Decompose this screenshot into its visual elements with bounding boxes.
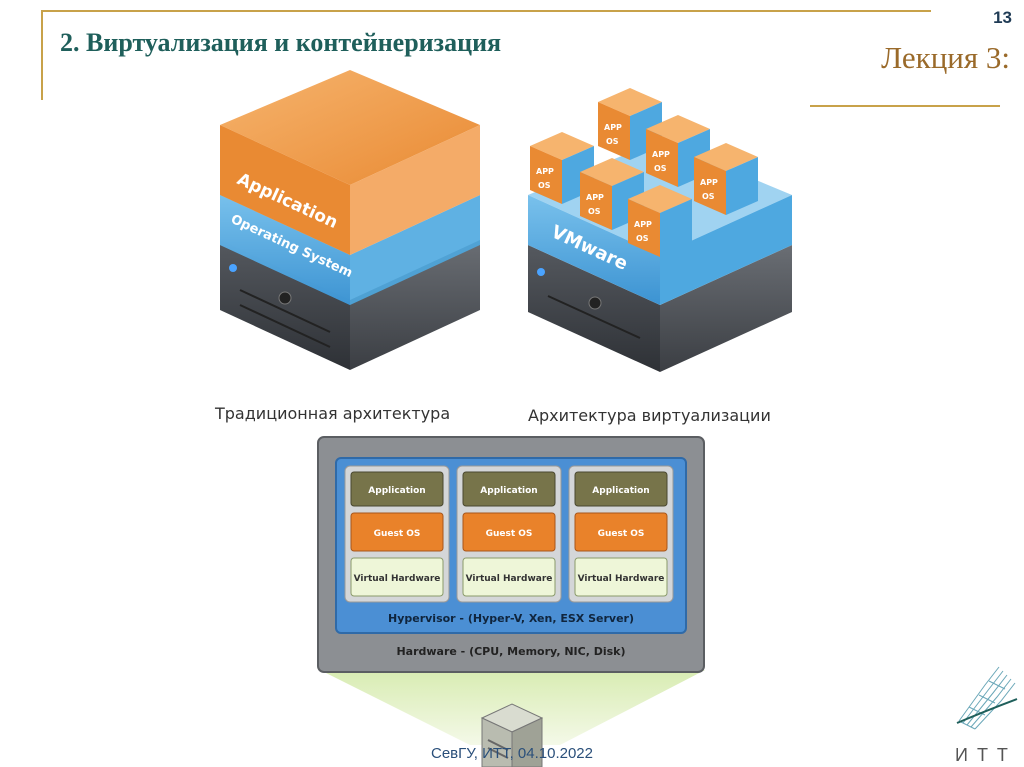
server-button	[278, 291, 292, 305]
virtualization-stack: VMware APP OS APP OS APP	[528, 88, 792, 372]
vm-cubes: APP OS APP OS APP OS APP	[530, 88, 758, 257]
server-side	[350, 240, 480, 370]
slide-footer: СевГУ, ИТТ, 04.10.2022	[431, 745, 593, 762]
hypervisor-label: Hypervisor - (Hyper-V, Xen, ESX Server)	[388, 612, 634, 625]
vm-guest-os: Guest OS	[374, 529, 421, 539]
itt-logo-text: ИТТ	[955, 745, 1017, 765]
vmware-side	[660, 195, 792, 305]
traditional-caption: Традиционная архитектура	[215, 404, 451, 423]
svg-text:OS: OS	[636, 234, 649, 243]
svg-text:APP: APP	[634, 220, 652, 229]
itt-logo-icon	[956, 666, 1018, 730]
virtualization-caption: Архитектура виртуализации	[528, 406, 771, 425]
traditional-stack: Application Operating System	[220, 70, 480, 370]
hardware-label: Hardware - (CPU, Memory, NIC, Disk)	[396, 645, 625, 658]
application-side	[350, 125, 480, 255]
server-icon	[480, 703, 544, 767]
svg-text:APP: APP	[700, 178, 718, 187]
svg-text:OS: OS	[702, 192, 715, 201]
vm-application: Application	[480, 486, 537, 496]
lecture-label: Лекция 3:	[881, 40, 1010, 75]
vm-guest-os: Guest OS	[486, 529, 533, 539]
title-text: Виртуализация и контейнеризация	[86, 28, 502, 57]
svg-text:APP: APP	[604, 123, 622, 132]
svg-text:OS: OS	[654, 164, 667, 173]
application-front	[220, 125, 350, 255]
page-number: 13	[993, 8, 1012, 27]
frame-left-line	[41, 10, 43, 100]
vm-column: Application Guest OS Virtual Hardware	[344, 465, 450, 603]
vserver-side	[660, 245, 792, 372]
slide-title: 2. Виртуализация и контейнеризация	[60, 28, 501, 58]
server-front	[220, 240, 350, 370]
vm-cube: APP OS	[694, 143, 758, 215]
vm-virtual-hardware: Virtual Hardware	[466, 574, 553, 584]
svg-text:OS: OS	[538, 181, 551, 190]
vm-virtual-hardware: Virtual Hardware	[354, 574, 441, 584]
svg-text:OS: OS	[588, 207, 601, 216]
application-top	[220, 70, 480, 185]
vm-application: Application	[368, 486, 425, 496]
vm-application: Application	[592, 486, 649, 496]
vm-column: Application Guest OS Virtual Hardware	[568, 465, 674, 603]
svg-text:APP: APP	[536, 167, 554, 176]
title-number: 2.	[60, 28, 80, 57]
svg-text:APP: APP	[652, 150, 670, 159]
vm-virtual-hardware: Virtual Hardware	[578, 574, 665, 584]
vmware-front	[528, 195, 660, 305]
vm-cube: APP OS	[628, 185, 692, 257]
hypervisor-diagram: Hardware - (CPU, Memory, NIC, Disk) Hype…	[317, 436, 705, 767]
svg-text:OS: OS	[606, 137, 619, 146]
frame-top-line	[41, 10, 931, 12]
vm-column: Application Guest OS Virtual Hardware	[456, 465, 562, 603]
server-led	[229, 264, 237, 272]
frame-accent-line	[810, 105, 1000, 107]
vm-guest-os: Guest OS	[598, 529, 645, 539]
svg-text:APP: APP	[586, 193, 604, 202]
